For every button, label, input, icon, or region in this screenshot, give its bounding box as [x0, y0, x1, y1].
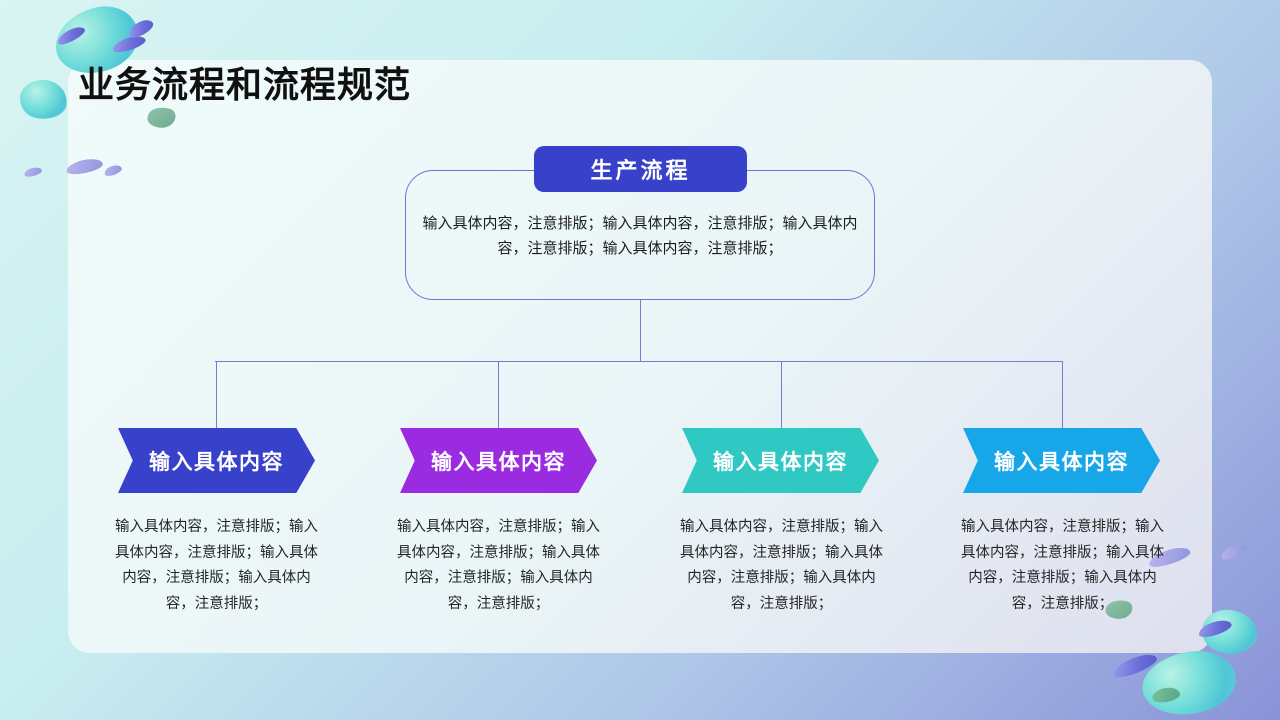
branch-description-4: 输入具体内容，注意排版；输入具体内容，注意排版；输入具体内容，注意排版；输入具体…: [961, 519, 1164, 612]
decorative-droplet-icon: [1218, 540, 1250, 563]
decorative-droplet-icon: [126, 16, 156, 41]
decorative-droplet-icon: [110, 33, 148, 55]
connector-horizontal-bar: [215, 360, 1062, 362]
branch-description-3: 输入具体内容，注意排版；输入具体内容，注意排版；输入具体内容，注意排版；输入具体…: [680, 519, 883, 612]
branch-arrow-3-label: 输入具体内容: [713, 450, 848, 474]
connector-drop-1: [215, 361, 217, 428]
decorative-droplet-icon: [1110, 649, 1160, 682]
decorative-blob-icon: [1138, 645, 1240, 720]
connector-drop-4: [1061, 361, 1063, 428]
page-title: 业务流程和流程规范: [78, 64, 412, 105]
connector-drop-3: [780, 361, 782, 428]
branch-arrow-2: 输入具体内容: [400, 428, 597, 493]
branch-description-1: 输入具体内容，注意排版；输入具体内容，注意排版；输入具体内容，注意排版；输入具体…: [115, 519, 318, 612]
decorative-droplet-icon: [55, 23, 87, 48]
decorative-droplet-icon: [23, 165, 43, 179]
decorative-droplet-icon: [1150, 685, 1182, 705]
branch-arrow-4: 输入具体内容: [963, 428, 1160, 493]
branch-description-2: 输入具体内容，注意排版；输入具体内容，注意排版；输入具体内容，注意排版；输入具体…: [397, 519, 600, 612]
branch-arrow-4-label: 输入具体内容: [994, 450, 1129, 474]
branch-arrow-1-label: 输入具体内容: [149, 450, 284, 474]
connector-root-vertical: [639, 300, 641, 361]
root-node-badge: 生产流程: [534, 146, 747, 192]
decorative-blob-icon: [17, 76, 70, 123]
branch-arrow-1: 输入具体内容: [118, 428, 315, 493]
root-description-text: 输入具体内容，注意排版；输入具体内容，注意排版；输入具体内容，注意排版；输入具体…: [422, 215, 858, 257]
branch-arrow-2-label: 输入具体内容: [431, 450, 566, 474]
branch-arrow-3: 输入具体内容: [682, 428, 879, 493]
connector-drop-2: [497, 361, 499, 428]
